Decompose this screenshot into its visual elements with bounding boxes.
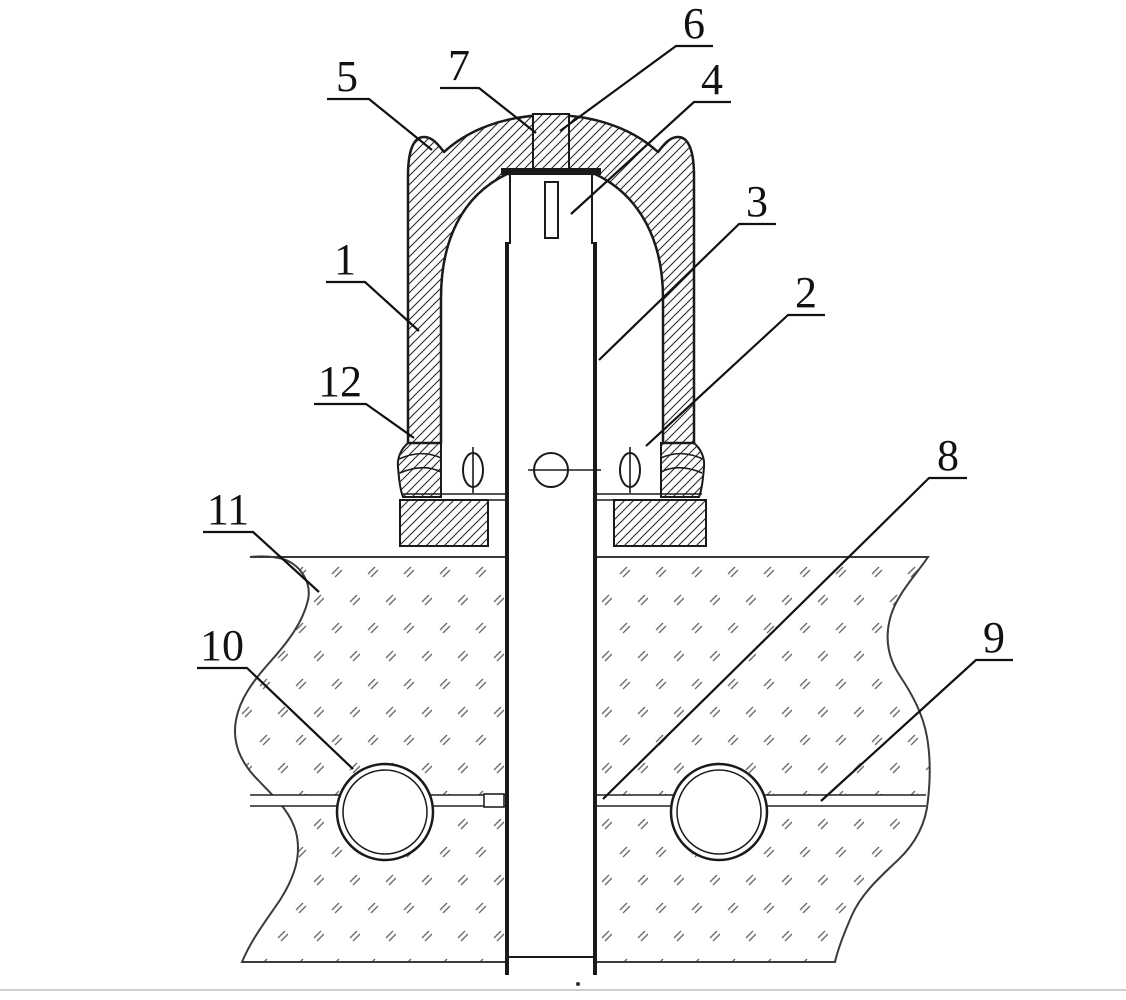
fastener-row bbox=[462, 447, 641, 493]
label-10: 10 bbox=[200, 621, 244, 670]
right-foot-seal bbox=[660, 442, 706, 498]
leader-12 bbox=[314, 402, 415, 439]
label-3: 3 bbox=[746, 177, 768, 226]
bore-circle-right bbox=[669, 762, 769, 862]
leader-3 bbox=[598, 222, 776, 361]
label-2: 2 bbox=[795, 268, 817, 317]
left-foot-seal bbox=[396, 442, 442, 498]
leader-5 bbox=[327, 97, 433, 151]
label-9: 9 bbox=[983, 613, 1005, 662]
base-block-right bbox=[613, 499, 707, 547]
label-8: 8 bbox=[937, 431, 959, 480]
label-12: 12 bbox=[318, 357, 362, 406]
leader-10 bbox=[197, 666, 354, 770]
top-plug bbox=[532, 113, 570, 173]
central-tube bbox=[505, 242, 597, 975]
leader-9 bbox=[820, 658, 1013, 802]
label-6: 6 bbox=[683, 0, 705, 48]
leader-4 bbox=[570, 100, 731, 215]
label-11: 11 bbox=[207, 485, 249, 534]
center-slot bbox=[544, 181, 559, 239]
leader-1 bbox=[326, 280, 420, 332]
leader-lines bbox=[197, 44, 1013, 802]
label-5: 5 bbox=[336, 52, 358, 101]
label-1: 1 bbox=[334, 235, 356, 284]
base-block-left bbox=[399, 499, 489, 547]
tube-top-section bbox=[509, 175, 593, 243]
leader-6 bbox=[559, 44, 713, 132]
reference-numerals: 5 7 6 4 3 2 1 12 11 10 8 9 bbox=[200, 0, 1005, 670]
label-7: 7 bbox=[448, 41, 470, 90]
bore-circle-left bbox=[335, 762, 435, 862]
leader-2 bbox=[645, 313, 825, 447]
label-4: 4 bbox=[701, 55, 723, 104]
cap-bar bbox=[501, 168, 601, 175]
bore-clip bbox=[483, 793, 505, 808]
leader-11 bbox=[203, 530, 320, 593]
leader-7 bbox=[440, 86, 537, 134]
leader-8 bbox=[602, 476, 967, 800]
bottom-mark bbox=[576, 982, 580, 986]
